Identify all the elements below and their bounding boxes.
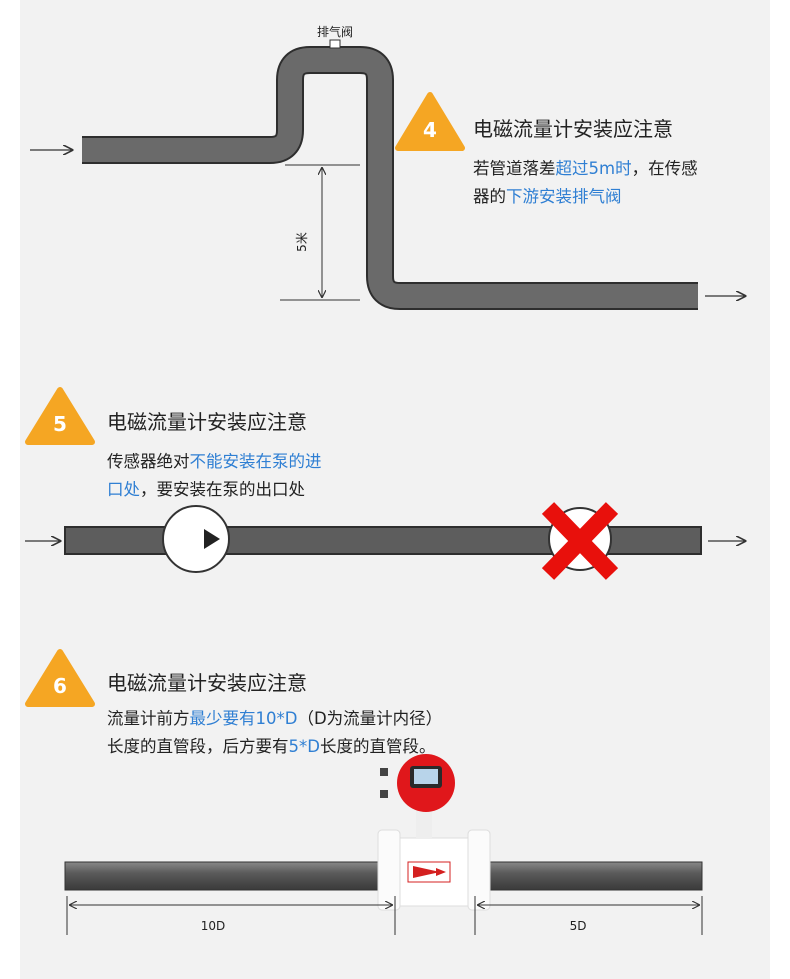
warning-triangle-icon [395,92,465,151]
step-number: 5 [53,412,67,436]
downstream-length-label: 5D [570,919,587,933]
pump-icon [162,505,230,573]
upstream-pipe [64,861,396,891]
section-title: 电磁流量计安装应注意 [107,671,307,695]
description-line-2: 器的下游安装排气阀 [473,187,622,206]
section-4-diagram: 排气阀 5米 4 电磁流量计安装应注意 若管道落差超过5m时，在传感 器的下游安… [30,24,745,310]
elevated-pipe [82,48,698,308]
play-icon [204,529,220,549]
height-dimension [280,164,360,301]
section-title: 电磁流量计安装应注意 [107,410,307,434]
electromagnetic-flowmeter [377,754,491,911]
description-line-1: 若管道落差超过5m时，在传感 [473,159,698,178]
vent-valve-icon [329,39,341,49]
warning-triangle-icon [25,649,95,707]
height-label: 5米 [295,232,309,252]
section-5-diagram: 5 电磁流量计安装应注意 传感器绝对不能安装在泵的进 口处，要安装在泵的出口处 [25,387,745,580]
step-number: 6 [53,674,67,698]
downstream-pipe [474,861,703,891]
description-line-1: 传感器绝对不能安装在泵的进 [107,452,322,471]
upstream-length-label: 10D [201,919,226,933]
description-line-1: 流量计前方最少要有10*D（D为流量计内径） [107,709,442,728]
warning-triangle-icon [25,387,95,445]
vent-valve-label: 排气阀 [317,24,353,39]
section-6-diagram: 6 电磁流量计安装应注意 流量计前方最少要有10*D（D为流量计内径） 长度的直… [25,649,703,935]
length-dimensions [66,896,703,935]
description-line-2: 长度的直管段，后方要有5*D长度的直管段。 [107,737,435,756]
step-number: 4 [423,118,437,142]
section-title: 电磁流量计安装应注意 [473,117,673,141]
description-line-2: 口处，要安装在泵的出口处 [107,480,305,499]
cross-icon [541,502,619,580]
